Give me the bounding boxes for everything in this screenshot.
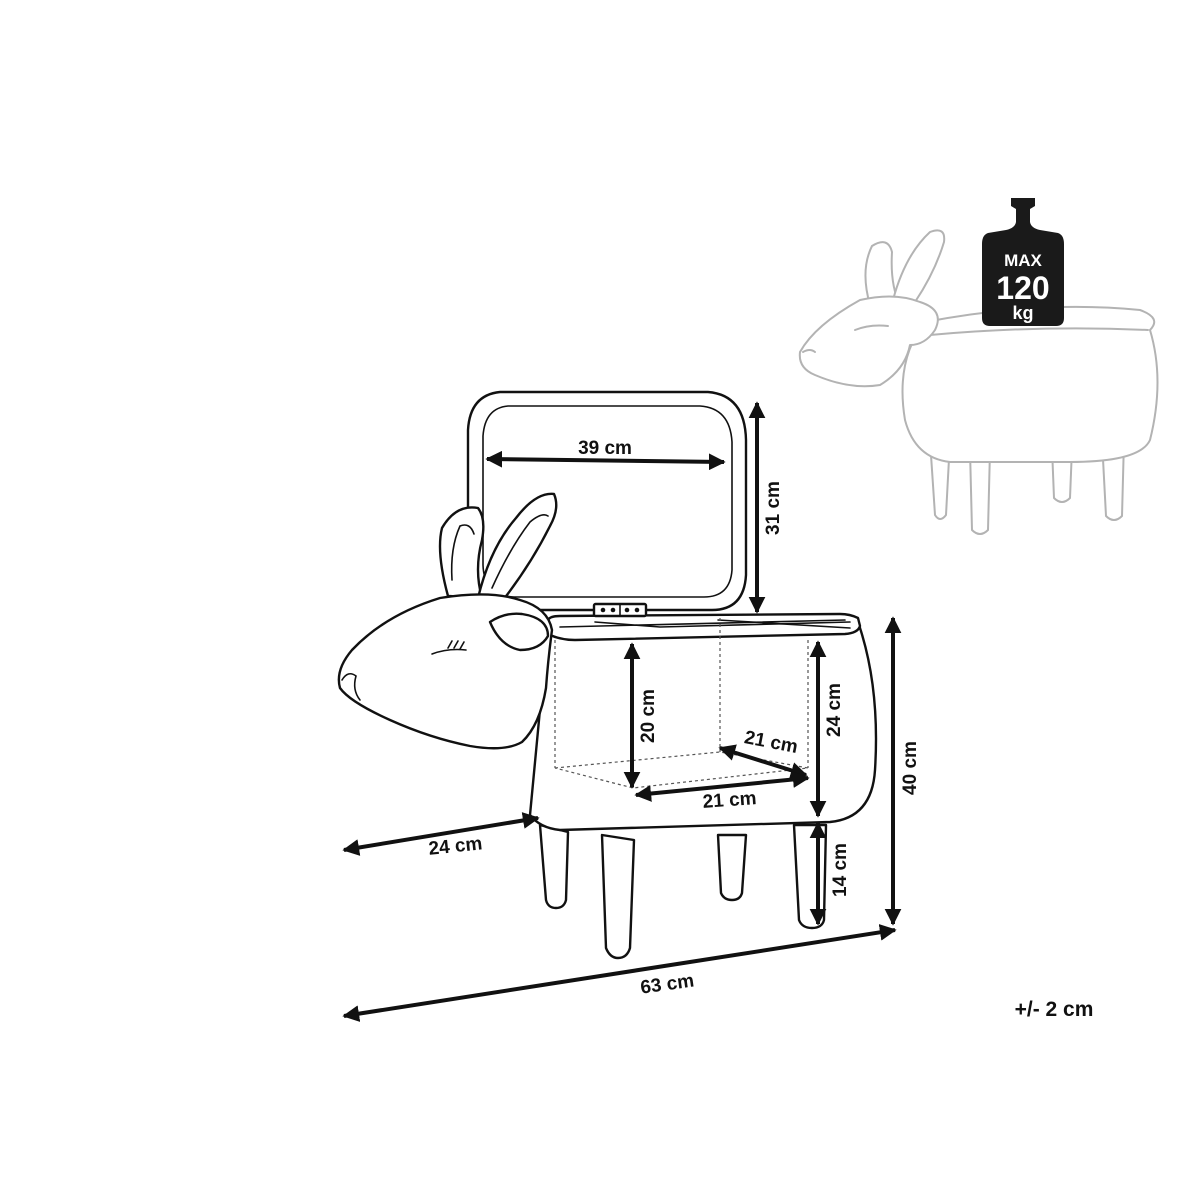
hinge-screw [600, 607, 606, 613]
divider-top [717, 619, 851, 629]
ottoman-rim [546, 612, 862, 642]
label-total-height: 40 cm [900, 741, 921, 795]
preview-ear [892, 229, 946, 303]
inner-floor [554, 751, 809, 789]
label-leg-height: 14 cm [830, 843, 851, 897]
eye [431, 648, 467, 655]
arrow-inner-width-front [634, 771, 810, 802]
arrow-inner-width-back [718, 744, 808, 779]
ear-left [438, 506, 485, 600]
ear-left-inner [450, 524, 475, 581]
arrow-lid-width [485, 450, 726, 471]
weight-value: 120 [996, 270, 1049, 306]
label-body-height: 24 cm [824, 683, 845, 737]
label-inner-width-front: 21 cm [702, 788, 757, 813]
preview-head [798, 295, 939, 388]
weight-unit: kg [1012, 303, 1033, 323]
leg-back-right [716, 833, 748, 902]
opening-edge [559, 619, 846, 628]
dimension-lines [342, 401, 902, 1022]
ear-right-inner [491, 514, 549, 589]
nose [341, 672, 361, 701]
leg-front-right [792, 823, 828, 930]
reindeer-preview [798, 229, 1159, 535]
arrow-length [342, 924, 897, 1022]
preview-nose [802, 349, 816, 353]
preview-eye [854, 324, 889, 331]
arrow-width [342, 812, 540, 856]
hinge-screw [624, 607, 630, 613]
reindeer-ottoman [337, 390, 878, 960]
label-length: 63 cm [639, 970, 695, 998]
ear-base [488, 612, 550, 652]
preview-body [901, 305, 1159, 463]
label-lid-height: 31 cm [763, 481, 784, 535]
label-lid-width: 39 cm [578, 438, 632, 459]
preview-ear [864, 241, 901, 306]
tolerance-note: +/- 2 cm [1015, 998, 1094, 1021]
label-inner-depth: 20 cm [638, 689, 659, 743]
leg-front-left [600, 833, 636, 960]
label-width: 24 cm [428, 833, 484, 860]
preview-leg [969, 449, 991, 535]
lid-outer [466, 390, 748, 612]
preview-seat-edge [929, 327, 1149, 336]
weight-icon: MAX 120 kg [982, 198, 1064, 326]
hinge-screw [610, 607, 616, 613]
weight-max: MAX [1004, 251, 1042, 270]
lid-inner [482, 405, 733, 598]
leg-back-left [538, 823, 570, 910]
hinge-screw [634, 607, 640, 613]
eyelash [447, 640, 465, 650]
